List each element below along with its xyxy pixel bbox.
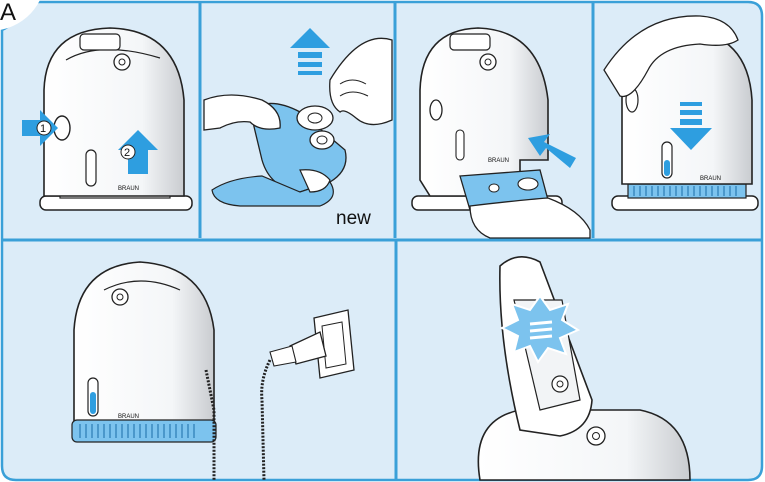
- new-caption: new: [336, 208, 371, 229]
- brand-text: BRAUN: [118, 186, 139, 192]
- power-button-icon: [112, 289, 128, 305]
- power-button-icon: [480, 54, 496, 70]
- brand-text: BRAUN: [118, 414, 139, 420]
- power-button-icon: [587, 427, 605, 445]
- brand-text: BRAUN: [700, 176, 721, 182]
- step-number-1: 1: [40, 123, 46, 135]
- power-button-icon: [114, 54, 130, 70]
- section-label-text: A: [0, 0, 16, 26]
- step-number-2: 2: [124, 147, 130, 159]
- brand-text: BRAUN: [488, 158, 509, 164]
